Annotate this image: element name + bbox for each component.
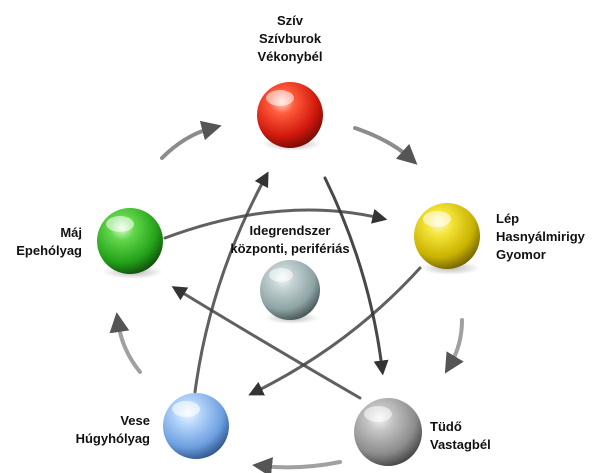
arrow-top-to-right (353, 126, 418, 165)
label-bottom-left-line-2: Húgyhólyag (75, 431, 150, 446)
arrow-left-to-right (163, 208, 388, 240)
sphere-top (257, 82, 323, 151)
sphere-center (260, 260, 320, 324)
inner-star-arrows (163, 171, 422, 400)
sphere-bottom-left (163, 393, 229, 459)
arrow-bottom-left-to-left (109, 312, 142, 374)
label-right-line-2: Hasnyálmirigy (496, 229, 585, 244)
label-bottom-left-line-1: Vese (120, 413, 150, 428)
label-left-line-1: Máj (60, 225, 82, 240)
arrow-right-to-bottom-left (248, 266, 422, 396)
label-center: Idegrendszer központi, perifériás (205, 222, 375, 258)
label-bottom-right-line-2: Vastagbél (430, 437, 491, 452)
label-center-line-1: Idegrendszer (249, 223, 331, 238)
sphere-bottom-right (354, 398, 422, 466)
label-center-line-2: központi, perifériás (230, 241, 350, 256)
label-left: Máj Epehólyag (0, 224, 82, 260)
arrow-left-to-top (160, 120, 222, 160)
label-top-line-3: Vékonybél (257, 49, 323, 64)
label-bottom-left: Vese Húgyhólyag (50, 412, 150, 448)
arrow-right-to-bottom-right (444, 318, 464, 374)
outer-cycle-arrows (109, 120, 464, 473)
sphere-right (414, 203, 480, 275)
arrow-bottom-right-to-left (171, 286, 362, 400)
label-right-line-1: Lép (496, 211, 520, 226)
label-bottom-right: Tüdő Vastagbél (430, 418, 491, 454)
label-right-line-3: Gyomor (496, 247, 546, 262)
sphere-left (97, 208, 163, 279)
arrow-bottom-right-to-bottom-left (252, 457, 342, 473)
arrow-bottom-left-to-top (193, 171, 269, 394)
arrow-top-to-bottom-right (323, 176, 389, 376)
label-top: Szív Szívburok Vékonybél (230, 12, 350, 66)
label-left-line-2: Epehólyag (16, 243, 82, 258)
label-top-line-2: Szívburok (258, 31, 322, 46)
label-right: Lép Hasnyálmirigy Gyomor (496, 210, 585, 264)
label-bottom-right-line-1: Tüdő (430, 419, 462, 434)
label-top-line-1: Szív (276, 13, 303, 28)
